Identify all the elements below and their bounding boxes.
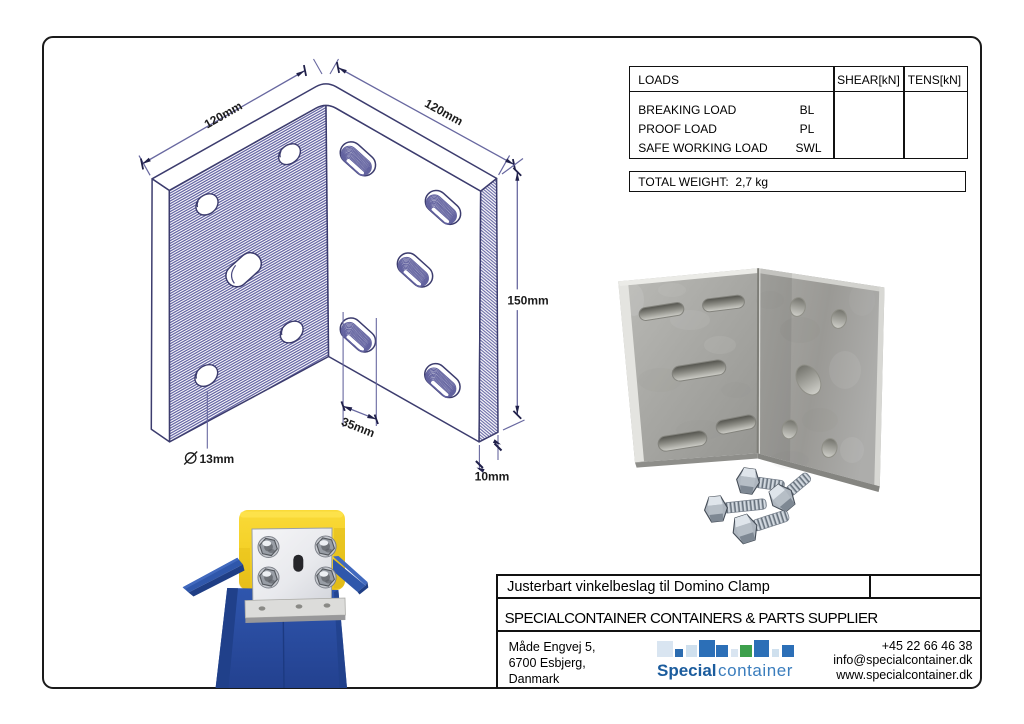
svg-text:120mm: 120mm	[202, 99, 245, 132]
svg-text:120mm: 120mm	[422, 96, 465, 128]
svg-text:150mm: 150mm	[507, 294, 548, 308]
svg-text:10mm: 10mm	[475, 470, 510, 484]
svg-text:13mm: 13mm	[200, 452, 235, 466]
